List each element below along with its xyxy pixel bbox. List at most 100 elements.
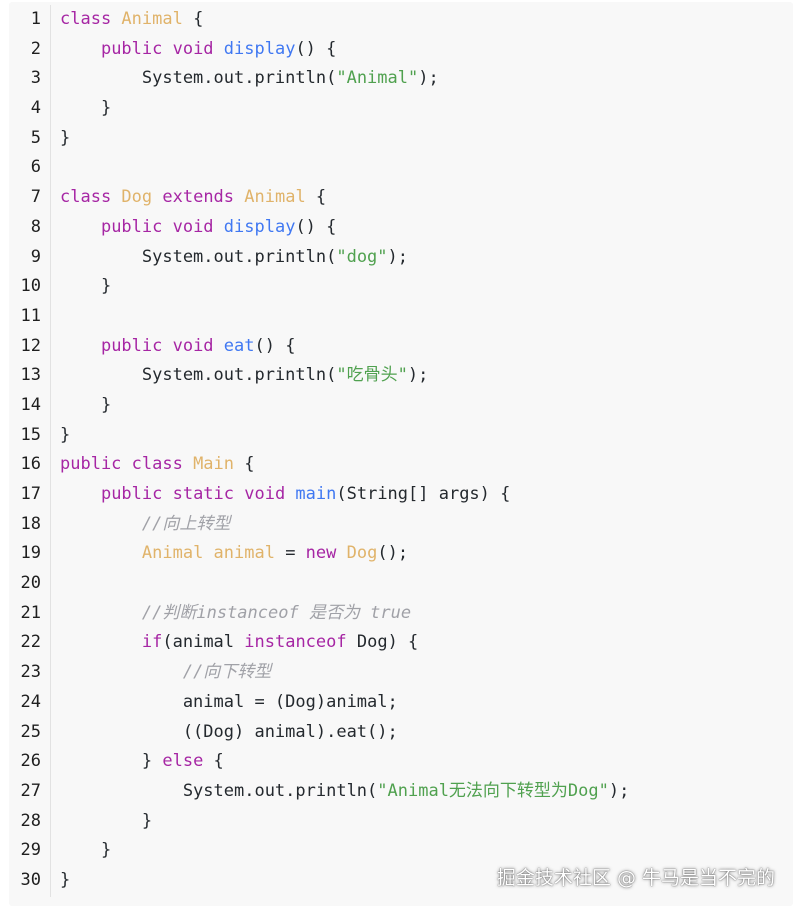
code-token: "Animal无法向下转型为Dog" xyxy=(377,780,609,801)
line-number: 27 xyxy=(20,780,41,801)
code-token xyxy=(60,217,101,237)
code-token: class xyxy=(60,187,122,208)
code-line: } xyxy=(60,391,793,421)
code-token: } xyxy=(60,751,163,772)
code-token: = xyxy=(274,543,306,564)
code-token: (); xyxy=(377,543,409,564)
code-line: } xyxy=(60,94,793,124)
code-token xyxy=(60,603,142,623)
line-number: 1 xyxy=(30,9,41,29)
code-token: display xyxy=(223,38,296,59)
code-token: instanceof xyxy=(244,632,357,653)
code-token xyxy=(60,632,142,652)
code-token: Main xyxy=(193,454,235,475)
code-token: System.out.println( xyxy=(60,365,337,386)
code-token: } xyxy=(60,98,112,119)
code-token: Dog xyxy=(121,187,163,208)
code-line: } xyxy=(60,421,793,451)
line-number: 26 xyxy=(20,751,41,772)
code-token: Animal animal xyxy=(141,543,275,564)
line-number: 9 xyxy=(30,246,41,267)
line-number: 18 xyxy=(20,513,41,534)
code-line: public void display() { xyxy=(60,35,793,65)
code-token: //向下转型 xyxy=(182,662,272,683)
code-line xyxy=(60,153,793,183)
code-line: } xyxy=(60,124,793,154)
line-number: 11 xyxy=(20,305,41,326)
line-number: 21 xyxy=(20,602,41,623)
line-number: 17 xyxy=(20,484,41,504)
code-token: public void xyxy=(100,216,224,237)
line-number: 15 xyxy=(20,424,41,445)
code-line: } xyxy=(60,866,793,896)
code-line: public void eat() { xyxy=(60,332,793,362)
code-token: () { xyxy=(295,38,337,59)
code-token: { xyxy=(234,454,255,475)
code-token: (animal xyxy=(162,632,245,653)
code-token: Animal xyxy=(121,9,183,29)
line-number: 22 xyxy=(20,632,41,653)
line-number: 8 xyxy=(30,216,41,237)
line-number: 3 xyxy=(30,68,41,89)
code-token xyxy=(60,543,142,563)
code-token: "dog" xyxy=(336,246,388,267)
code-line: } xyxy=(60,807,793,837)
line-number: 19 xyxy=(20,543,41,564)
code-token: Dog) { xyxy=(356,632,419,653)
code-token: "吃骨头" xyxy=(336,365,408,386)
code-token: () { xyxy=(295,216,337,237)
code-token: ); xyxy=(608,780,630,801)
code-token: } xyxy=(60,424,71,445)
line-number: 29 xyxy=(20,840,41,861)
code-line: System.out.println("Animal无法向下转型为Dog"); xyxy=(60,777,793,807)
code-token: public class xyxy=(60,454,194,475)
code-token: System.out.println( xyxy=(60,246,337,267)
code-line: class Dog extends Animal { xyxy=(60,183,793,213)
code-token: public void xyxy=(100,38,224,59)
code-line: System.out.println("吃骨头"); xyxy=(60,361,793,391)
code-line: //判断instanceof 是否为 true xyxy=(60,599,793,629)
code-token: ); xyxy=(407,365,429,386)
code-token: } xyxy=(60,840,112,861)
code-token: } xyxy=(60,394,112,415)
code-area[interactable]: class Animal { public void display() { S… xyxy=(60,5,793,896)
code-token xyxy=(60,336,101,356)
code-line: System.out.println("Animal"); xyxy=(60,64,793,94)
code-token: //向上转型 xyxy=(141,513,231,534)
code-token: () { xyxy=(254,335,296,356)
code-token: ); xyxy=(387,246,409,267)
code-line: ((Dog) animal).eat(); xyxy=(60,718,793,748)
code-token: if xyxy=(141,632,163,653)
code-line: public void display() { xyxy=(60,213,793,243)
line-number: 28 xyxy=(20,810,41,831)
code-line: class Animal { xyxy=(60,5,793,35)
line-number: 20 xyxy=(20,573,41,594)
code-token: (String[] args) { xyxy=(336,484,511,504)
line-number: 16 xyxy=(20,454,41,475)
code-token: public static void xyxy=(100,484,296,504)
code-line xyxy=(60,302,793,332)
line-number: 10 xyxy=(20,276,41,297)
watermark: 掘金技术社区 @ 牛马是当不完的 xyxy=(496,867,775,889)
code-token: Animal xyxy=(244,187,306,208)
line-number: 30 xyxy=(20,869,41,890)
line-number: 24 xyxy=(20,691,41,712)
code-token: ((Dog) animal).eat(); xyxy=(60,721,398,742)
code-token: new xyxy=(305,543,347,564)
code-token: { xyxy=(182,9,204,29)
code-token: main xyxy=(295,484,337,504)
line-number: 25 xyxy=(20,721,41,742)
line-number: 5 xyxy=(30,127,41,148)
code-token: class xyxy=(60,9,122,29)
line-number: 2 xyxy=(30,38,41,59)
code-token: } xyxy=(60,276,112,297)
code-token: { xyxy=(203,751,224,772)
line-number: 13 xyxy=(20,365,41,386)
code-token: animal = (Dog)animal; xyxy=(60,691,398,712)
line-number: 23 xyxy=(20,662,41,683)
code-line xyxy=(60,569,793,599)
line-number: 14 xyxy=(20,394,41,415)
code-line: public class Main { xyxy=(60,450,793,480)
code-token xyxy=(60,662,183,682)
